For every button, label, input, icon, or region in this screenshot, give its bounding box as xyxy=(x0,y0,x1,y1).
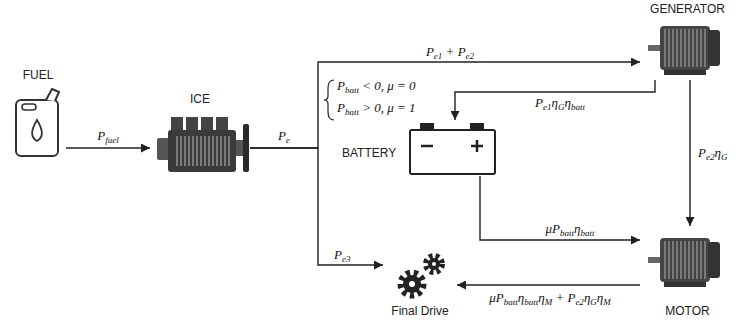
subscript: batt xyxy=(571,102,585,112)
subscript: G xyxy=(721,152,728,162)
battery-node: BATTERY xyxy=(340,120,500,176)
symbol: < 0, μ = 0 xyxy=(359,78,416,93)
fuel-node: FUEL xyxy=(10,68,66,160)
condition-text: Pbatt < 0, μ = 0 xyxy=(335,78,418,95)
engine-node: ICE xyxy=(150,92,250,180)
symbol: P xyxy=(97,128,105,143)
subscript: e xyxy=(286,135,290,145)
node-label: MOTOR xyxy=(640,304,735,318)
motor-icon xyxy=(648,238,720,287)
symbol: P xyxy=(426,44,434,59)
edge-label: Pe1ηGηbatt xyxy=(533,95,587,112)
subscript: e2 xyxy=(466,51,475,61)
subscript: batt xyxy=(560,228,574,238)
subscript: e1 xyxy=(543,102,552,112)
subscript: G xyxy=(558,102,565,112)
symbol: η xyxy=(597,290,603,305)
engine-icon xyxy=(157,117,249,172)
power-flow-arrow xyxy=(66,147,150,148)
power-flow-arrow xyxy=(480,176,640,240)
symbol: μ xyxy=(489,290,496,305)
symbol: P xyxy=(278,128,286,143)
power-flow-arrow xyxy=(250,62,640,148)
power-flow-arrow xyxy=(455,80,655,120)
subscript: e2 xyxy=(575,297,584,307)
subscript: batt xyxy=(345,85,359,95)
node-label: BATTERY xyxy=(342,146,396,160)
symbol: P xyxy=(567,290,575,305)
symbol: P xyxy=(337,100,345,115)
symbol: η xyxy=(714,145,720,160)
symbol: P xyxy=(535,95,543,110)
power-symbol: Pe xyxy=(276,128,292,145)
symbol: η xyxy=(552,95,558,110)
symbol: η xyxy=(538,290,544,305)
symbol: > 0, μ = 1 xyxy=(359,100,416,115)
subscript: G xyxy=(590,297,597,307)
subscript: e3 xyxy=(342,254,351,264)
condition-brace xyxy=(324,80,334,120)
edge-label: Pe3 xyxy=(332,247,352,264)
subscript: batt xyxy=(504,297,518,307)
node-label: FUEL xyxy=(10,68,66,82)
generator-node: GENERATOR xyxy=(640,2,735,80)
power-flow-arrow xyxy=(457,284,640,285)
symbol: μ xyxy=(546,221,553,236)
symbol: η xyxy=(518,290,524,305)
generator-icon xyxy=(648,26,720,75)
final-drive-node: Final Drive xyxy=(383,250,457,320)
node-label: ICE xyxy=(150,92,250,106)
subscript: e2 xyxy=(706,152,715,162)
subscript: batt xyxy=(580,228,594,238)
subscript: e1 xyxy=(434,51,443,61)
symbol: P xyxy=(334,247,342,262)
symbol: η xyxy=(564,95,570,110)
symbol: P xyxy=(496,290,504,305)
symbol: P xyxy=(337,78,345,93)
symbol: η xyxy=(574,221,580,236)
symbol: η xyxy=(584,290,590,305)
symbol: P xyxy=(698,145,706,160)
subscript: batt xyxy=(524,297,538,307)
node-label: Final Drive xyxy=(383,304,457,318)
symbol: P xyxy=(458,44,466,59)
subscript: M xyxy=(545,297,553,307)
edge-label: Pe2ηG xyxy=(696,145,729,162)
battery-icon xyxy=(410,123,495,174)
node-label: GENERATOR xyxy=(640,2,735,16)
power-flow-arrow xyxy=(689,80,690,226)
gears-icon xyxy=(401,256,442,295)
edge-label: μPbattηbattηM + Pe2ηGηM xyxy=(487,290,613,307)
condition-text: Pbatt > 0, μ = 1 xyxy=(335,100,418,117)
subscript: batt xyxy=(345,107,359,117)
subscript: M xyxy=(603,297,611,307)
symbol: + xyxy=(552,290,567,305)
subscript: fuel xyxy=(105,135,119,145)
symbol: P xyxy=(552,221,560,236)
fuel-can-icon xyxy=(16,89,59,156)
motor-node: MOTOR xyxy=(640,226,735,320)
symbol: + xyxy=(442,44,457,59)
edge-label: Pe1 + Pe2 xyxy=(424,44,476,61)
edge-label: μPbattηbatt xyxy=(544,221,597,238)
power-flow-arrow xyxy=(250,148,383,265)
edge-label: Pfuel xyxy=(95,128,120,145)
